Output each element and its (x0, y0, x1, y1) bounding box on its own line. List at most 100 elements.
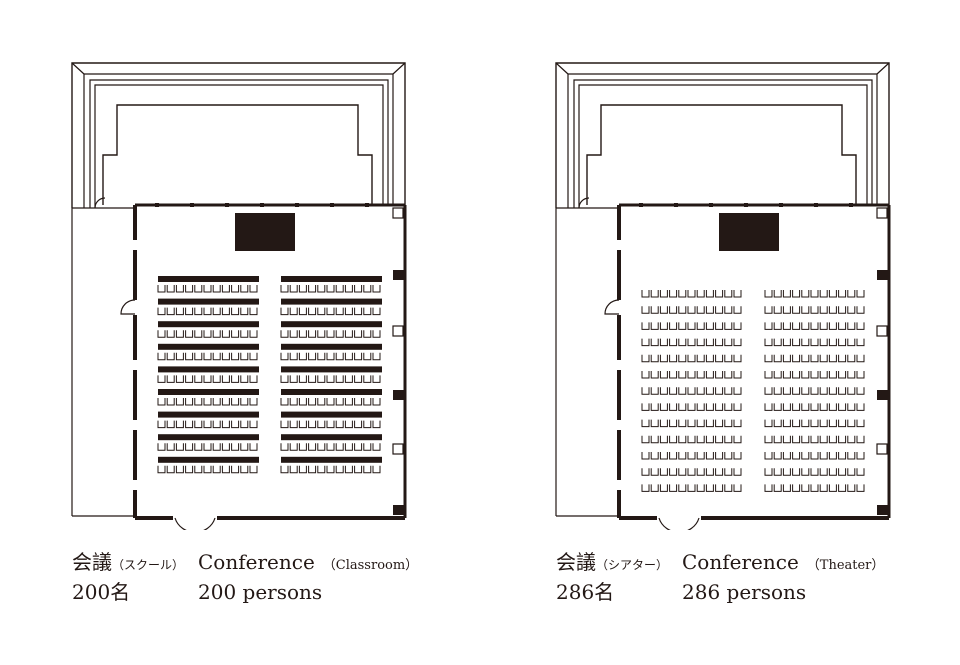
chair (696, 387, 705, 395)
chair (724, 290, 733, 298)
chair (687, 354, 696, 363)
chair (838, 322, 847, 330)
desk (281, 321, 382, 328)
chair (792, 403, 801, 411)
pillar (393, 505, 405, 515)
chair (221, 465, 230, 474)
chair (838, 354, 847, 363)
chair (308, 465, 317, 474)
door-swing (658, 517, 671, 530)
chair (773, 354, 782, 363)
chair (705, 387, 714, 395)
chair (792, 484, 801, 492)
chair (317, 285, 326, 293)
chair (650, 354, 659, 363)
chair (641, 371, 650, 379)
chair (856, 371, 865, 379)
chair (157, 375, 166, 383)
chair (669, 354, 678, 363)
chair (669, 468, 678, 476)
chair (773, 290, 782, 298)
chair (696, 435, 705, 444)
chair (838, 468, 847, 476)
chair (335, 375, 344, 383)
door-swing (578, 197, 590, 209)
chair (819, 371, 828, 379)
chair (650, 452, 659, 460)
chair (715, 290, 724, 298)
pillar-box (876, 325, 888, 337)
chair (724, 403, 733, 411)
chair (298, 443, 307, 451)
chair (363, 285, 372, 293)
chair (335, 420, 344, 429)
chair (764, 468, 773, 476)
chair (715, 338, 724, 347)
chair (308, 420, 317, 429)
desk (158, 366, 259, 373)
chair (221, 330, 230, 338)
chair (782, 484, 791, 492)
chair (724, 419, 733, 428)
chair (764, 419, 773, 428)
chair (810, 452, 819, 460)
chair (203, 443, 212, 451)
stage-frame-line (94, 84, 384, 208)
chair (354, 285, 363, 293)
chair (641, 468, 650, 476)
chair (231, 285, 240, 293)
chair (650, 468, 659, 476)
chair (659, 468, 668, 476)
chair (810, 290, 819, 298)
chair (828, 387, 837, 395)
chair (764, 290, 773, 298)
chair (221, 443, 230, 451)
chair (212, 398, 221, 406)
chair (326, 330, 335, 338)
chair (344, 330, 353, 338)
chair (650, 484, 659, 492)
wall-window (616, 300, 622, 310)
chair (733, 338, 742, 347)
chair (641, 322, 650, 330)
chair (308, 285, 317, 293)
room-walls (604, 203, 891, 530)
chair (782, 419, 791, 428)
desk (158, 389, 259, 395)
wall-marker (330, 203, 334, 207)
chair (856, 354, 865, 363)
chair (819, 387, 828, 395)
chair (724, 354, 733, 363)
wall-marker (639, 203, 643, 207)
chair (289, 307, 298, 316)
stage-corner-line (392, 62, 406, 75)
chair (819, 290, 828, 298)
chair (372, 465, 381, 474)
chair (249, 398, 258, 406)
door-swing (604, 299, 620, 315)
chair (733, 371, 742, 379)
chair (212, 465, 221, 474)
chair (203, 375, 212, 383)
chair (782, 403, 791, 411)
chair (764, 354, 773, 363)
chair (705, 484, 714, 492)
door-gap (657, 515, 701, 522)
chair (203, 352, 212, 361)
chair (344, 398, 353, 406)
chair (828, 290, 837, 298)
chair (669, 435, 678, 444)
chair (696, 468, 705, 476)
chair (687, 403, 696, 411)
chair (175, 352, 184, 361)
chair (819, 435, 828, 444)
chair (157, 330, 166, 338)
chair (819, 452, 828, 460)
chair (308, 330, 317, 338)
desk (158, 276, 259, 282)
chair (372, 398, 381, 406)
chair (659, 371, 668, 379)
chair (678, 387, 687, 395)
en-style-label: （Classroom） (322, 558, 419, 573)
chair (249, 330, 258, 338)
